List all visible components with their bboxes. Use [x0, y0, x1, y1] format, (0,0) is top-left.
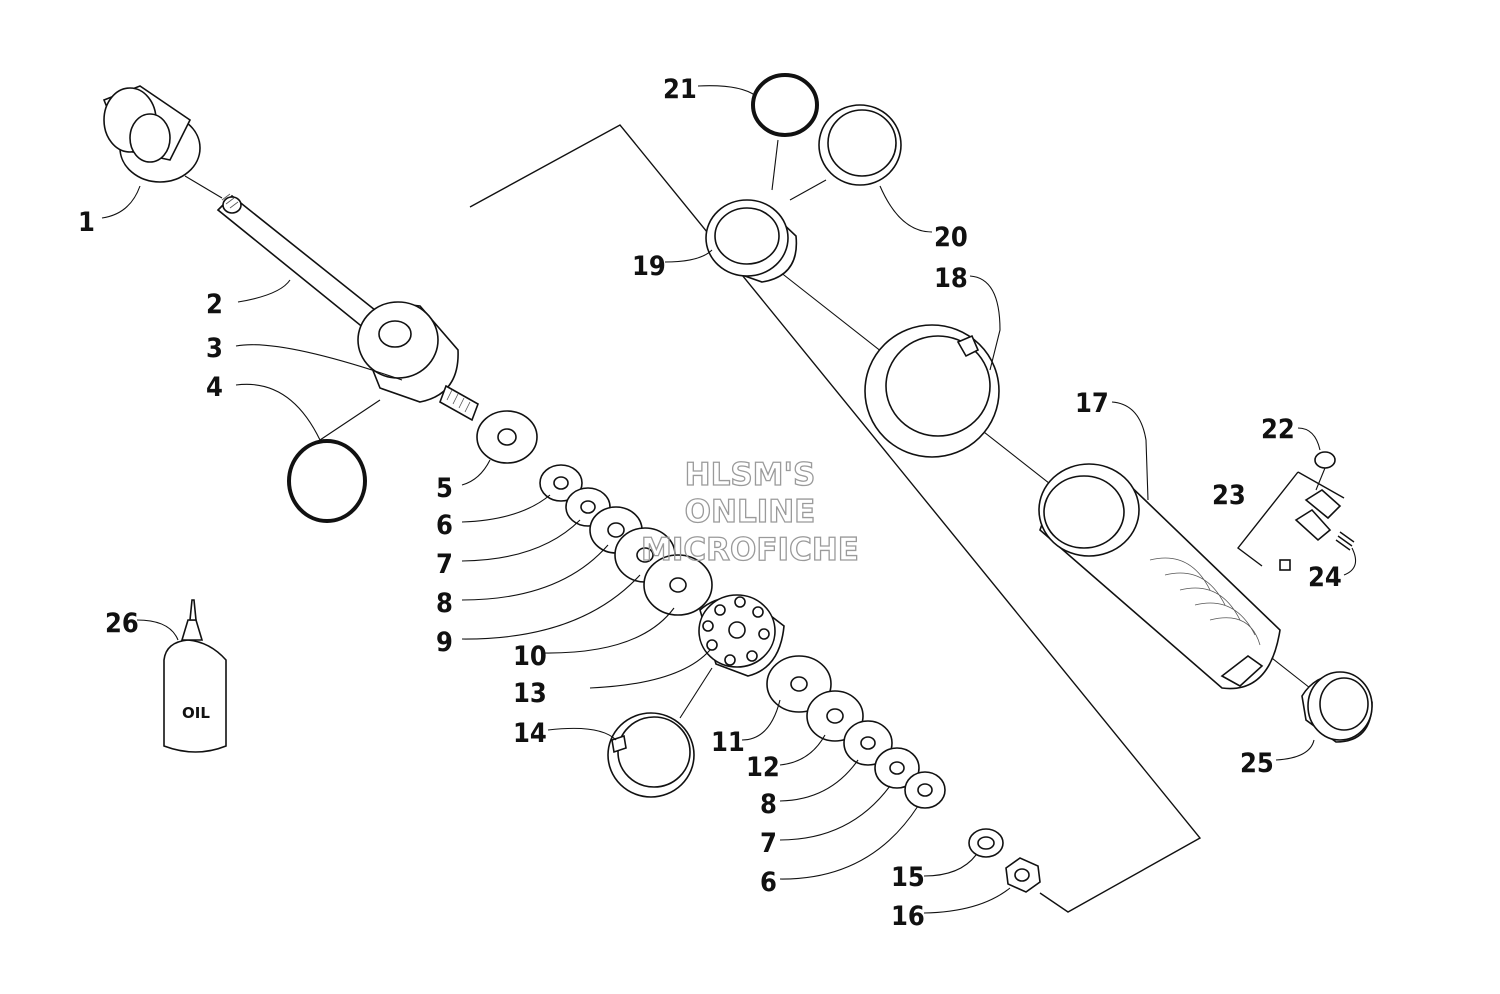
oil-bottle-label: OIL	[182, 704, 210, 722]
part-15-lock-washer	[968, 828, 1004, 858]
assembly-bracket-outline	[469, 124, 1202, 913]
callout-17: 17	[1075, 388, 1109, 419]
part-16-nut	[1005, 857, 1041, 893]
part-19-seal-head	[705, 199, 798, 283]
callout-19: 19	[632, 251, 666, 282]
watermark-line-3: MICROFICHE	[641, 532, 859, 568]
part-21-o-ring	[751, 73, 819, 137]
callout-7b: 7	[760, 828, 777, 859]
part-18-cap-ring	[864, 324, 1000, 458]
callout-26: 26	[105, 608, 139, 639]
callout-15: 15	[891, 862, 925, 893]
part-14-piston-ring	[607, 712, 695, 798]
callout-24: 24	[1308, 562, 1342, 593]
part-13-piston	[698, 594, 785, 677]
part-4-o-ring	[287, 439, 367, 523]
watermark-line-2: ONLINE	[685, 494, 816, 530]
callout-9: 9	[436, 627, 453, 658]
part-1-bushing	[102, 85, 201, 183]
callout-7a: 7	[436, 549, 453, 580]
callout-2: 2	[206, 289, 223, 320]
callout-10: 10	[513, 641, 547, 672]
callout-13: 13	[513, 678, 547, 709]
callout-22: 22	[1261, 414, 1295, 445]
callout-20: 20	[934, 222, 968, 253]
callout-1: 1	[78, 207, 95, 238]
part-10-washer	[643, 554, 713, 616]
callout-11: 11	[711, 727, 745, 758]
part-5-washer	[476, 410, 538, 464]
part-8b-washer	[843, 720, 893, 766]
callout-4: 4	[206, 372, 223, 403]
callout-21: 21	[663, 74, 697, 105]
callout-5: 5	[436, 473, 453, 504]
part-22-screw	[1314, 451, 1336, 469]
part-20-ring	[818, 104, 902, 186]
part-26-oil-bottle: OIL	[163, 599, 227, 753]
callout-8a: 8	[436, 588, 453, 619]
watermark-line-1: HLSM'S	[685, 457, 816, 493]
callout-3: 3	[206, 333, 223, 364]
callout-25: 25	[1240, 748, 1274, 779]
callout-6a: 6	[436, 510, 453, 541]
part-23-valve-assembly	[1237, 471, 1345, 571]
part-6b-washer	[904, 771, 946, 809]
part-7b-washer	[874, 747, 920, 789]
callout-14: 14	[513, 718, 547, 749]
part-6-washer	[539, 464, 583, 502]
part-3-piston-body	[357, 301, 479, 422]
callout-8b: 8	[760, 789, 777, 820]
part-24-spring	[1335, 531, 1355, 551]
callout-18: 18	[934, 263, 968, 294]
callout-23: 23	[1212, 480, 1246, 511]
callout-12: 12	[746, 752, 780, 783]
callout-6b: 6	[760, 867, 777, 898]
part-25-bushing	[1301, 671, 1373, 743]
part-17-shock-body	[1038, 463, 1281, 690]
callout-16: 16	[891, 901, 925, 932]
